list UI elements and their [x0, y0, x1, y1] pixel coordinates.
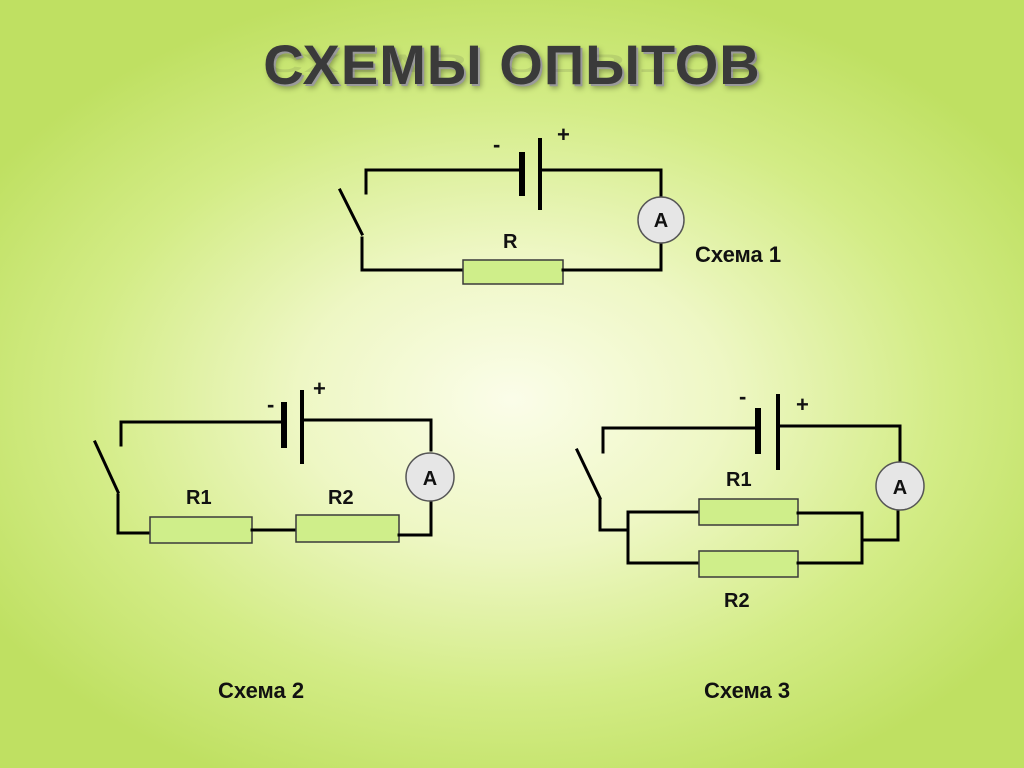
scheme-3-wire-to-junction-left	[598, 498, 630, 532]
scheme-2-bottom-wire-left	[116, 493, 152, 535]
scheme-2: - + R1 R2 A Схема 2	[93, 376, 455, 703]
scheme-1-plus-label: +	[557, 122, 570, 147]
scheme-2-switch	[93, 440, 120, 494]
scheme-1-caption: Схема 1	[695, 242, 781, 267]
scheme-2-top-wire-left	[119, 420, 286, 447]
scheme-1-ammeter-label: A	[654, 210, 668, 232]
scheme-1-minus-label: -	[493, 132, 500, 157]
scheme-1-top-wire-left	[364, 168, 524, 195]
scheme-3-resistor-r2-label: R2	[724, 590, 750, 612]
scheme-3-top-wire-left	[601, 426, 760, 454]
scheme-2-resistor-r1-label: R1	[186, 487, 212, 509]
scheme-2-minus-label: -	[267, 392, 274, 417]
slide-title: СХЕМЫ ОПЫТОВ	[263, 33, 761, 96]
scheme-2-caption: Схема 2	[218, 678, 304, 703]
scheme-2-resistor-r2-label: R2	[328, 487, 354, 509]
scheme-1-bottom-wire-left	[360, 236, 465, 272]
scheme-2-bottom-wire-right	[397, 501, 433, 537]
scheme-1-resistor-r	[462, 259, 564, 285]
scheme-3-plus-label: +	[796, 392, 809, 417]
scheme-1-resistor-label: R	[503, 231, 518, 253]
scheme-3-resistor-r1-label: R1	[726, 469, 752, 491]
scheme-3-top-wire-right	[776, 424, 902, 462]
scheme-2-resistor-r2	[295, 514, 400, 543]
scheme-3-minus-label: -	[739, 384, 746, 409]
scheme-3-wire-to-ammeter	[860, 508, 900, 542]
scheme-3-ammeter-label: A	[893, 477, 907, 499]
scheme-2-ammeter	[405, 452, 455, 502]
scheme-2-resistor-r1	[149, 516, 253, 544]
scheme-3: - + R1 R2 A Схема 3	[574, 384, 925, 703]
scheme-3-resistor-r2	[698, 550, 799, 578]
scheme-3-ammeter	[875, 461, 925, 511]
scheme-3-resistor-r1	[698, 498, 799, 526]
scheme-2-ammeter-label: A	[423, 468, 437, 490]
scheme-2-top-wire-right	[300, 418, 433, 452]
scheme-1-switch	[337, 187, 365, 237]
scheme-1-top-wire-right	[538, 168, 663, 199]
scheme-1: - + R A Схема 1	[337, 122, 781, 285]
scheme-2-plus-label: +	[313, 376, 326, 401]
scheme-1-bottom-wire-right	[561, 240, 663, 272]
scheme-3-switch	[574, 447, 603, 501]
scheme-1-ammeter	[637, 196, 685, 244]
scheme-3-caption: Схема 3	[704, 678, 790, 703]
